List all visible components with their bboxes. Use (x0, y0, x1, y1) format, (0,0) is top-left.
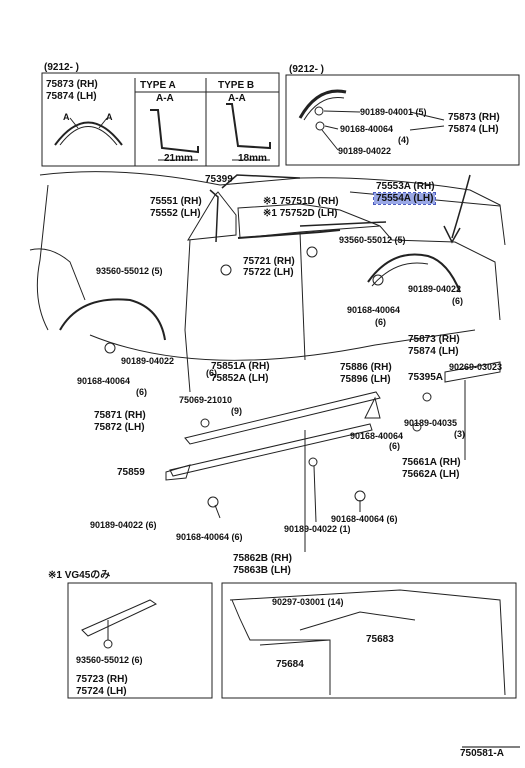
part-75661a[interactable]: 75661A (RH) (402, 457, 461, 468)
inset-topleft-lh[interactable]: 75874 (LH) (46, 91, 97, 102)
inset-bottomleft-93560[interactable]: 93560-55012 (6) (76, 655, 143, 665)
inset-topleft-date: (9212- ) (44, 62, 80, 73)
rear-90168[interactable]: 90168-40064 (347, 305, 401, 315)
part-75069[interactable]: 75069-21010 (179, 395, 233, 405)
front-90168[interactable]: 90168-40064 (77, 376, 131, 386)
type-b-label: TYPE B (218, 80, 255, 91)
center-90168[interactable]: 90168-40064 (6) (331, 514, 398, 524)
part-93560-left[interactable]: 93560-55012 (5) (96, 266, 163, 276)
bottom-90189[interactable]: 90189-04022 (6) (90, 520, 157, 530)
part-90269[interactable]: 90269-03023 (449, 362, 503, 372)
inset-bottomleft-rh[interactable]: 75723 (RH) (76, 674, 128, 685)
front-75872[interactable]: 75872 (LH) (94, 422, 145, 433)
front-75871[interactable]: 75871 (RH) (94, 410, 146, 421)
part-75551[interactable]: 75551 (RH) (150, 196, 202, 207)
part-75851a[interactable]: 75851A (RH) (211, 361, 270, 372)
part-75859[interactable]: 75859 (117, 467, 145, 478)
center-90189[interactable]: 90189-04022 (1) (284, 524, 351, 534)
part-75752d[interactable]: ※1 75752D (LH) (263, 208, 338, 219)
type-a-label: TYPE A (140, 80, 176, 91)
front-90189-qty: (6) (206, 368, 217, 378)
inset-frame-topleft (41, 72, 280, 167)
inset-topleft-rh[interactable]: 75873 (RH) (46, 79, 98, 90)
part-93560-right[interactable]: 93560-55012 (5) (339, 235, 406, 245)
arrow-a-right: A (106, 112, 113, 122)
inset-frame-topright (285, 74, 520, 166)
part-75722[interactable]: 75722 (LH) (243, 267, 294, 278)
section-b-label: A-A (228, 93, 246, 104)
rear-90189-qty: (6) (452, 296, 463, 306)
inset-frame-bottomright (221, 582, 517, 699)
part-75069-qty: (9) (231, 406, 242, 416)
part-75886[interactable]: 75886 (RH) (340, 362, 392, 373)
inset-topright-part-3[interactable]: 90189-04022 (338, 146, 392, 156)
part-90168-center[interactable]: 90168-40064 (350, 431, 404, 441)
rear-75874[interactable]: 75874 (LH) (408, 346, 459, 357)
inset-bottomright-75683[interactable]: 75683 (366, 634, 394, 645)
inset-bottomleft-title: ※1 VG45のみ (48, 570, 111, 581)
inset-bottomright-90297[interactable]: 90297-03001 (14) (272, 597, 344, 607)
part-75395a[interactable]: 75395A (408, 372, 444, 383)
inset-bottomleft-lh[interactable]: 75724 (LH) (76, 686, 127, 697)
part-90168-center-qty: (6) (389, 441, 400, 451)
diagram-code: 750581-A (460, 748, 504, 759)
arrow-a-left: A (63, 112, 70, 122)
inset-frame-bottomleft (67, 582, 213, 699)
part-75554a-highlighted[interactable]: 75554A (LH) (372, 192, 437, 205)
rear-90189[interactable]: 90189-04022 (408, 284, 462, 294)
dimension-b: 18mm (238, 153, 267, 164)
dimension-a: 21mm (164, 153, 193, 164)
part-75863b[interactable]: 75863B (LH) (233, 565, 291, 576)
part-75862b[interactable]: 75862B (RH) (233, 553, 292, 564)
inset-topright-part-1[interactable]: 90189-04001 (5) (360, 107, 427, 117)
inset-topright-rh[interactable]: 75873 (RH) (448, 112, 500, 123)
part-75852a[interactable]: 75852A (LH) (211, 373, 269, 384)
part-75751d[interactable]: ※1 75751D (RH) (263, 196, 339, 207)
part-75662a[interactable]: 75662A (LH) (402, 469, 460, 480)
part-75721[interactable]: 75721 (RH) (243, 256, 295, 267)
part-75399[interactable]: 75399 (205, 174, 233, 185)
rear-90168-qty: (6) (375, 317, 386, 327)
bottom-90168[interactable]: 90168-40064 (6) (176, 532, 243, 542)
part-75553a[interactable]: 75553A (RH) (376, 181, 435, 192)
section-a-label: A-A (156, 93, 174, 104)
inset-topright-lh[interactable]: 75874 (LH) (448, 124, 499, 135)
part-90189-04035[interactable]: 90189-04035 (404, 418, 458, 428)
inset-topright-part-2[interactable]: 90168-40064 (340, 124, 394, 134)
part-90189-04035-qty: (3) (454, 429, 465, 439)
inset-topright-part-2-qty: (4) (398, 135, 409, 145)
front-90168-qty: (6) (136, 387, 147, 397)
part-75896[interactable]: 75896 (LH) (340, 374, 391, 385)
part-75552[interactable]: 75552 (LH) (150, 208, 201, 219)
rear-75873[interactable]: 75873 (RH) (408, 334, 460, 345)
inset-topright-date: (9212- ) (289, 64, 325, 75)
front-90189[interactable]: 90189-04022 (121, 356, 175, 366)
inset-bottomright-75684[interactable]: 75684 (276, 659, 304, 670)
